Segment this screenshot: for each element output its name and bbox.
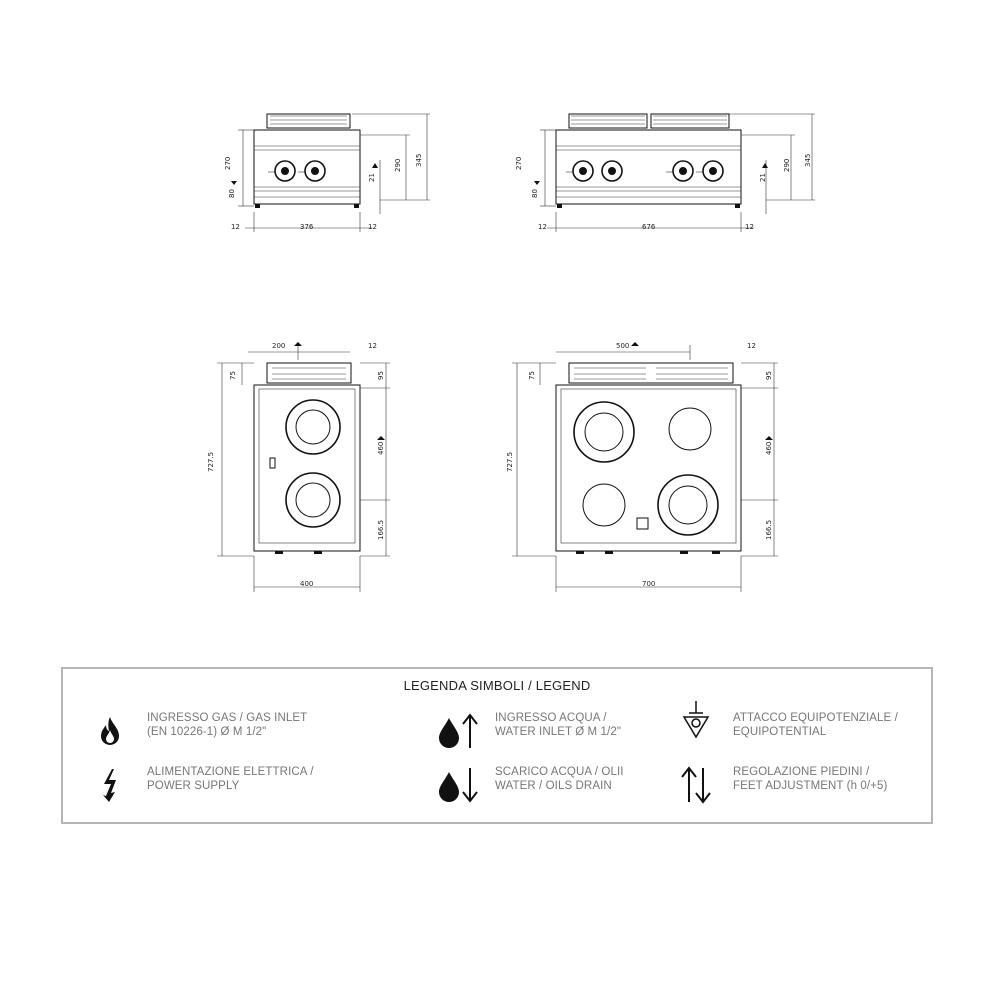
dim-200: 200 [272, 342, 285, 350]
dim-290: 290 [394, 159, 402, 172]
dim-290: 290 [783, 159, 791, 172]
dim-500: 500 [616, 342, 629, 350]
dim-80: 80 [531, 189, 539, 198]
equipotential-icon [673, 699, 719, 739]
legend-item-power-supply: ALIMENTAZIONE ELETTRICA / POWER SUPPLY [87, 765, 314, 805]
dim-727: 727.5 [506, 452, 514, 472]
dim-345: 345 [415, 154, 423, 167]
legend-text-feet-adjustment: REGOLAZIONE PIEDINI / FEET ADJUSTMENT (h… [733, 766, 888, 792]
dim-12-right: 12 [745, 223, 754, 231]
dim-400: 400 [300, 580, 313, 588]
legend-text-water-drain: SCARICO ACQUA / OLII WATER / OILS DRAIN [495, 766, 624, 792]
legend-item-water-drain: SCARICO ACQUA / OLII WATER / OILS DRAIN [435, 765, 624, 805]
legend-text-water-inlet: INGRESSO ACQUA / WATER INLET Ø M 1/2" [495, 712, 622, 738]
front-view-large: 270 80 345 290 21 12 676 12 [515, 113, 815, 232]
legend-text-power-supply: ALIMENTAZIONE ELETTRICA / POWER SUPPLY [147, 766, 314, 792]
dim-270: 270 [224, 157, 232, 170]
top-view-small: 200 12 727.5 75 95 460 166.5 400 [207, 342, 390, 592]
top-view-large: 500 12 727.5 75 95 460 166.5 [506, 342, 778, 592]
feet-adjustment-icon [673, 765, 719, 805]
legend-item-feet-adjustment: REGOLAZIONE PIEDINI / FEET ADJUSTMENT (h… [673, 765, 887, 805]
dim-676: 676 [642, 223, 656, 231]
dim-270: 270 [515, 157, 523, 170]
water-drain-icon [435, 765, 481, 805]
legend-text-equipotential: ATTACCO EQUIPOTENZIALE / EQUIPOTENTIAL [733, 712, 898, 738]
dim-700: 700 [642, 580, 655, 588]
dim-21: 21 [368, 173, 376, 182]
dim-345: 345 [804, 154, 812, 167]
dim-727: 727.5 [207, 452, 215, 472]
legend-item-equipotential: ATTACCO EQUIPOTENZIALE / EQUIPOTENTIAL [673, 699, 898, 739]
dim-12-left: 12 [538, 223, 547, 231]
water-inlet-icon [435, 711, 481, 751]
dim-166: 166.5 [765, 520, 773, 540]
legend-panel: LEGENDA SIMBOLI / LEGEND INGRESSO GAS / … [61, 667, 933, 824]
dim-460: 460 [377, 442, 385, 455]
dim-12: 12 [747, 342, 756, 350]
dim-75: 75 [229, 371, 237, 380]
gas-flame-icon [87, 711, 133, 751]
dim-460: 460 [765, 442, 773, 455]
dim-21: 21 [759, 173, 767, 182]
dim-95: 95 [377, 371, 385, 380]
dim-12-left: 12 [231, 223, 240, 231]
dim-12: 12 [368, 342, 377, 350]
dim-75: 75 [528, 371, 536, 380]
dim-80: 80 [228, 189, 236, 198]
power-supply-icon [87, 765, 133, 805]
dim-166: 166.5 [377, 520, 385, 540]
dim-12-right: 12 [368, 223, 377, 231]
legend-title: LEGENDA SIMBOLI / LEGEND [403, 678, 591, 693]
legend-item-water-inlet: INGRESSO ACQUA / WATER INLET Ø M 1/2" [435, 711, 621, 751]
dim-95: 95 [765, 371, 773, 380]
front-view-small: 270 80 345 290 21 12 376 12 [224, 113, 430, 232]
dim-376: 376 [300, 223, 314, 231]
legend-text-gas-inlet: INGRESSO GAS / GAS INLET (EN 10226-1) Ø … [147, 712, 308, 738]
legend-item-gas-inlet: INGRESSO GAS / GAS INLET (EN 10226-1) Ø … [87, 711, 307, 751]
